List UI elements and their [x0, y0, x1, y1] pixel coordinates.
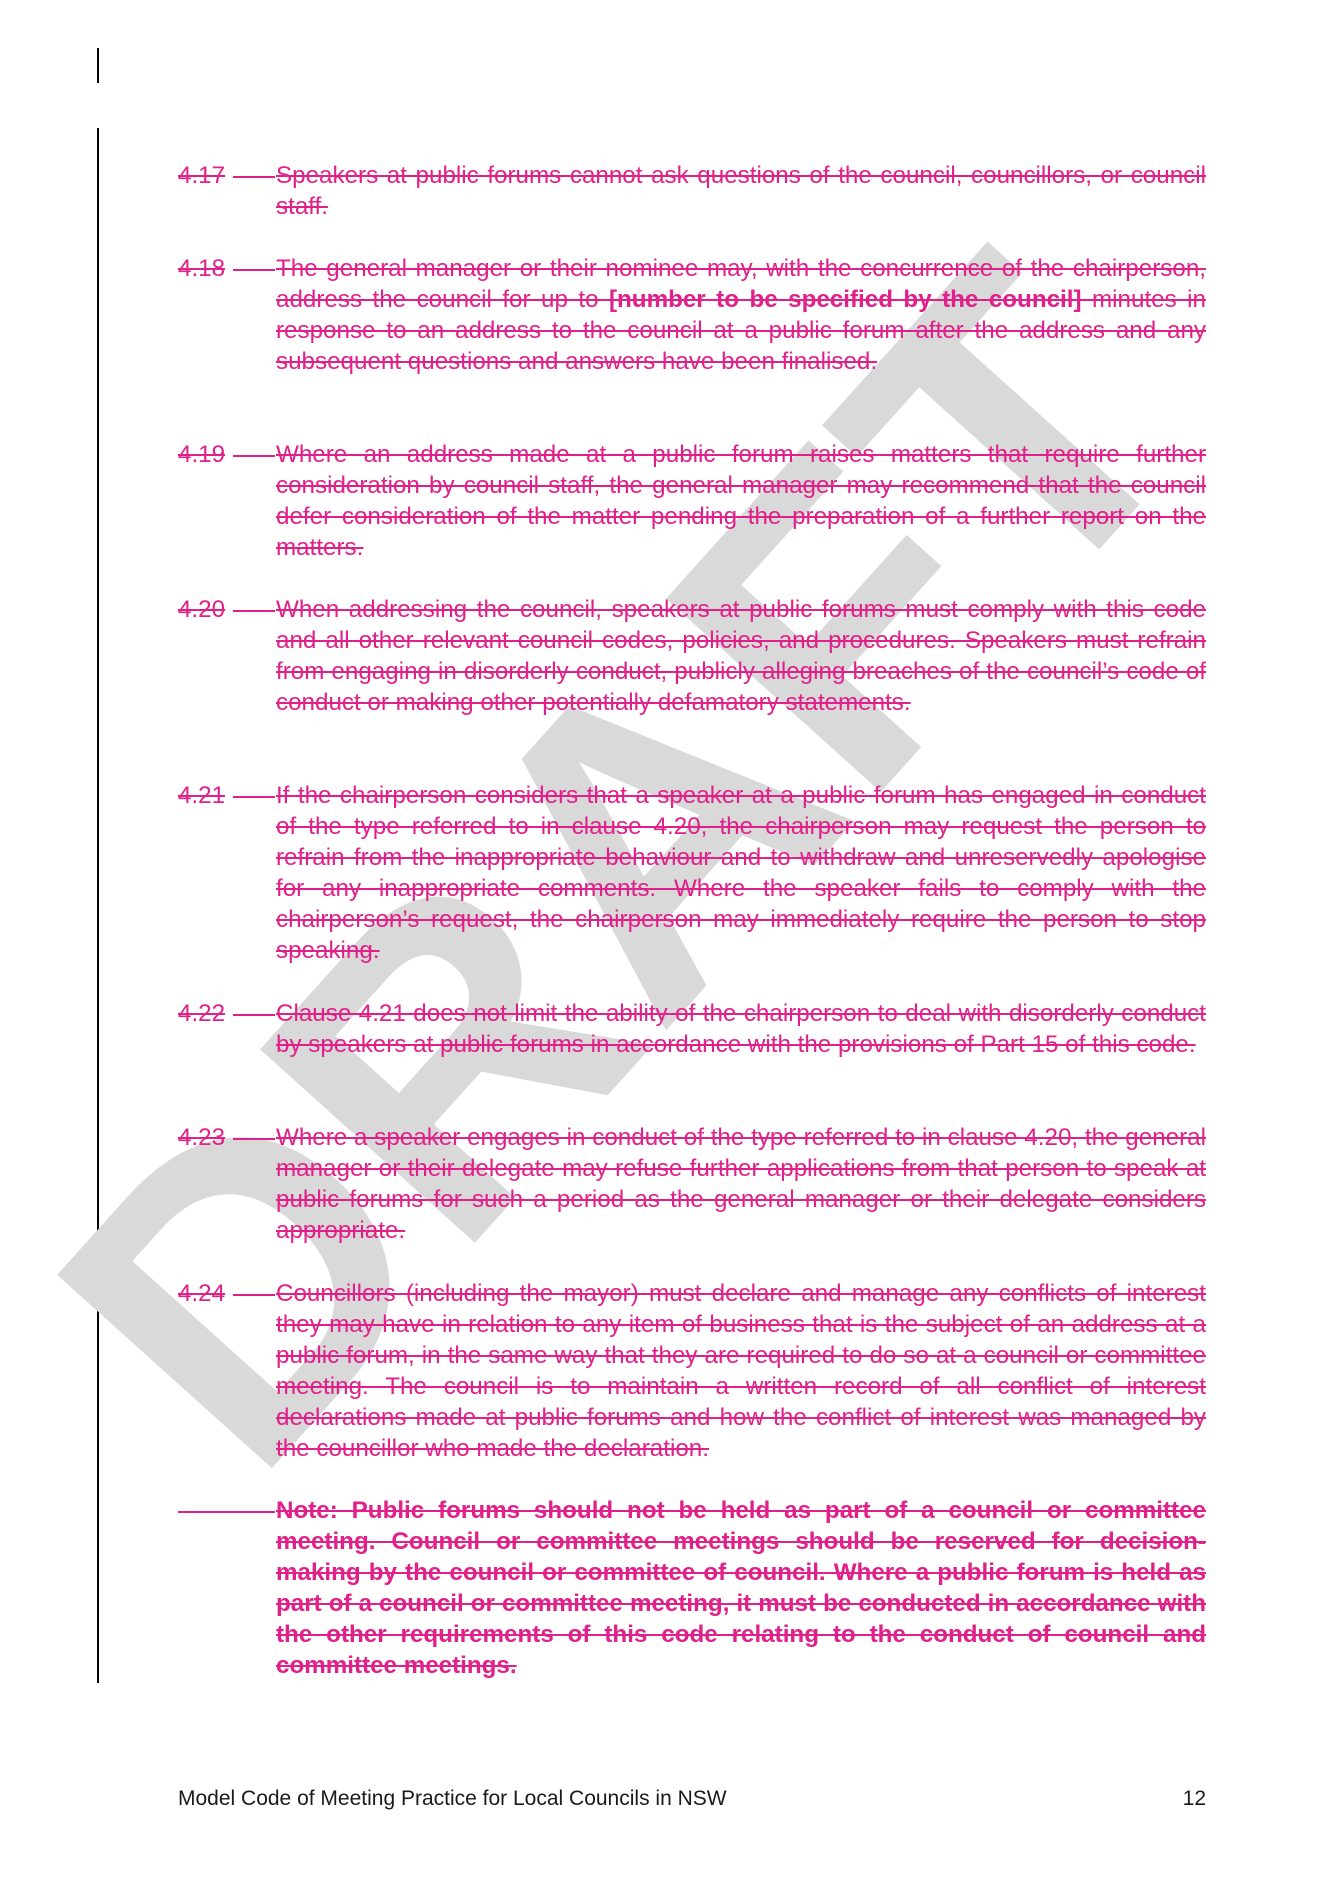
clause-number: 4.17: [178, 162, 226, 189]
footer-title: Model Code of Meeting Practice for Local…: [178, 1787, 727, 1810]
clause-number: 4.24: [178, 1280, 226, 1307]
note-text: Note: Public forums should not be held a…: [276, 1497, 1206, 1679]
clause-4-17: 4.17 Speakers at public forums cannot as…: [178, 160, 1206, 222]
clause-text: The general manager or their nominee may…: [276, 255, 1206, 375]
clause-text: Speakers at public forums cannot ask que…: [276, 162, 1206, 220]
clause-number: 4.20: [178, 596, 226, 623]
clause-4-21: 4.21 If the chairperson considers that a…: [178, 780, 1206, 966]
clause-4-20: 4.20 When addressing the council, speake…: [178, 594, 1206, 718]
clause-text: When addressing the council, speakers at…: [276, 596, 1206, 716]
clause-4-18: 4.18 The general manager or their nomine…: [178, 253, 1206, 377]
clause-text: If the chairperson considers that a spea…: [276, 782, 1206, 964]
clause-text: Councillors (including the mayor) must d…: [276, 1280, 1206, 1462]
change-bar: [97, 128, 99, 1683]
clause-number: 4.18: [178, 255, 226, 282]
clause-4-24: 4.24 Councillors (including the mayor) m…: [178, 1278, 1206, 1464]
note: Note: Public forums should not be held a…: [178, 1495, 1206, 1681]
change-bar-top: [97, 48, 99, 83]
clause-text: Where a speaker engages in conduct of th…: [276, 1124, 1206, 1244]
clause-4-23: 4.23 Where a speaker engages in conduct …: [178, 1122, 1206, 1246]
page-number: 12: [1182, 1787, 1206, 1810]
clause-text: Clause 4.21 does not limit the ability o…: [276, 1000, 1206, 1058]
clause-4-19: 4.19 Where an address made at a public f…: [178, 439, 1206, 563]
clause-text: Where an address made at a public forum …: [276, 441, 1206, 561]
clause-number: 4.23: [178, 1124, 226, 1151]
clause-number: 4.21: [178, 782, 226, 809]
placeholder-text: [number to be specified by the council]: [608, 286, 1082, 313]
clause-number: 4.19: [178, 441, 226, 468]
clause-number: 4.22: [178, 1000, 226, 1027]
clause-4-22: 4.22 Clause 4.21 does not limit the abil…: [178, 998, 1206, 1060]
